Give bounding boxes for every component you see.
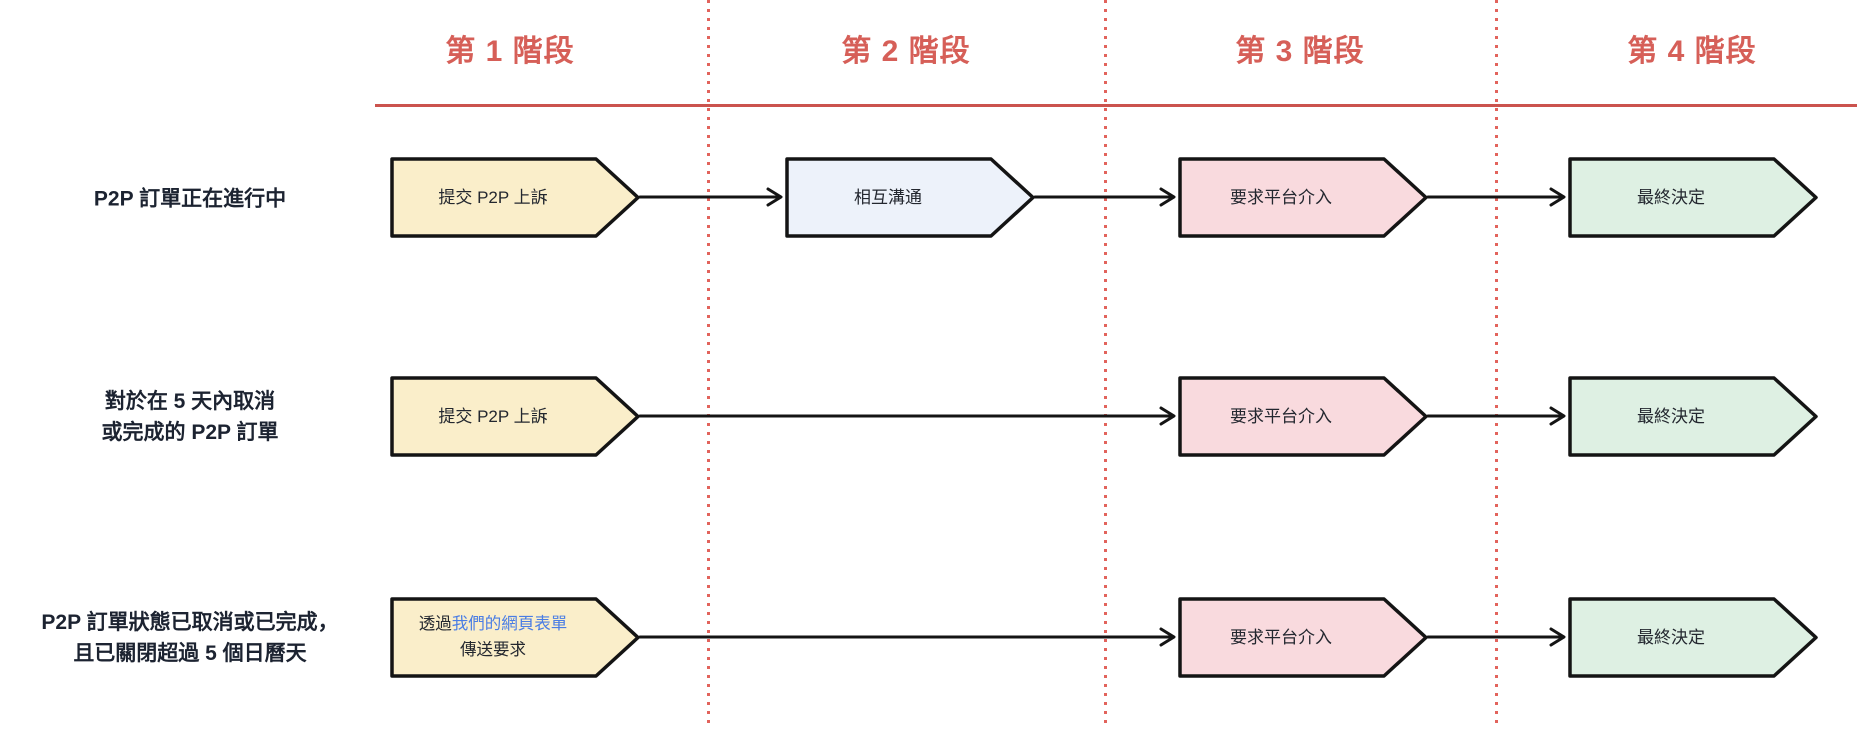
step-platform-intervene-row2: 要求平台介入 bbox=[1178, 376, 1428, 457]
step-platform-intervene-row1: 要求平台介入 bbox=[1178, 157, 1428, 238]
pentagon-shape bbox=[1178, 157, 1428, 238]
flow-arrow-row2-2 bbox=[1426, 406, 1566, 426]
stage-header-label-4: 第 4 階段 bbox=[1627, 35, 1757, 68]
row-label-line: P2P 訂單正在進行中 bbox=[93, 187, 287, 211]
request-line2-text: 傳送要求 bbox=[460, 641, 526, 659]
row-label-line: 或完成的 P2P 訂單 bbox=[101, 421, 279, 444]
step-communicate-row1: 相互溝通 bbox=[785, 157, 1035, 238]
step-label: 要求平台介入 bbox=[1230, 406, 1332, 426]
step-label: 提交 P2P 上訴 bbox=[438, 406, 548, 426]
step-final-decision-row2: 最終決定 bbox=[1568, 376, 1818, 457]
step-label: 最終決定 bbox=[1637, 187, 1705, 207]
flow-arrow-row1-3 bbox=[1426, 187, 1566, 207]
stage-divider-1 bbox=[707, 0, 710, 729]
web-form-link[interactable]: 我們的網頁表單 bbox=[451, 615, 568, 633]
flow-arrow-row3-2 bbox=[1426, 627, 1566, 647]
stage-header-label-2: 第 2 階段 bbox=[841, 35, 971, 68]
pentagon-shape bbox=[1178, 597, 1428, 678]
pentagon-shape bbox=[1568, 157, 1818, 238]
pentagon-shape bbox=[785, 157, 1035, 238]
stage-header-label-1: 第 1 階段 bbox=[445, 35, 575, 68]
step-label: 透過我們的網頁表單 傳送要求 bbox=[390, 597, 596, 692]
request-prefix-text: 透過 bbox=[418, 615, 452, 633]
step-submit-appeal-row1: 提交 P2P 上訴 bbox=[390, 157, 640, 238]
step-label: 最終決定 bbox=[1637, 627, 1705, 647]
step-send-request-webform-row3: 透過我們的網頁表單 傳送要求 bbox=[390, 597, 640, 678]
step-platform-intervene-row3: 要求平台介入 bbox=[1178, 597, 1428, 678]
row-label-line: 對於在 5 天內取消 bbox=[104, 390, 276, 413]
step-label: 提交 P2P 上訴 bbox=[438, 187, 548, 207]
pentagon-shape bbox=[1568, 376, 1818, 457]
pentagon-shape bbox=[390, 157, 640, 238]
row-label-line: 且已關閉超過 5 個日曆天 bbox=[73, 642, 307, 665]
stage-divider-3 bbox=[1495, 0, 1498, 729]
flow-arrow-row1-2 bbox=[1033, 187, 1176, 207]
flow-arrow-row3-1 bbox=[638, 627, 1176, 647]
pentagon-shape bbox=[390, 597, 640, 678]
flow-arrow-row2-1 bbox=[638, 406, 1176, 426]
step-label: 最終決定 bbox=[1637, 406, 1705, 426]
step-submit-appeal-row2: 提交 P2P 上訴 bbox=[390, 376, 640, 457]
step-final-decision-row1: 最終決定 bbox=[1568, 157, 1818, 238]
row-label-cancelled-within-5-days: 對於在 5 天內取消 或完成的 P2P 訂單 bbox=[102, 386, 279, 448]
step-label: 相互溝通 bbox=[854, 187, 922, 207]
stage-header-label-3: 第 3 階段 bbox=[1235, 35, 1365, 68]
stage-header-rule bbox=[375, 104, 1857, 107]
pentagon-shape bbox=[1178, 376, 1428, 457]
step-label: 要求平台介入 bbox=[1230, 627, 1332, 647]
row-label-line: P2P 訂單狀態已取消或已完成， bbox=[41, 611, 339, 634]
pentagon-shape bbox=[1568, 597, 1818, 678]
row-label-order-in-progress: P2P 訂單正在進行中 bbox=[94, 184, 286, 215]
row-label-closed-over-5-days: P2P 訂單狀態已取消或已完成， 且已關閉超過 5 個日曆天 bbox=[41, 607, 338, 669]
stage-divider-2 bbox=[1104, 0, 1107, 729]
step-final-decision-row3: 最終決定 bbox=[1568, 597, 1818, 678]
pentagon-shape bbox=[390, 376, 640, 457]
step-label: 要求平台介入 bbox=[1230, 187, 1332, 207]
flow-arrow-row1-1 bbox=[638, 187, 783, 207]
